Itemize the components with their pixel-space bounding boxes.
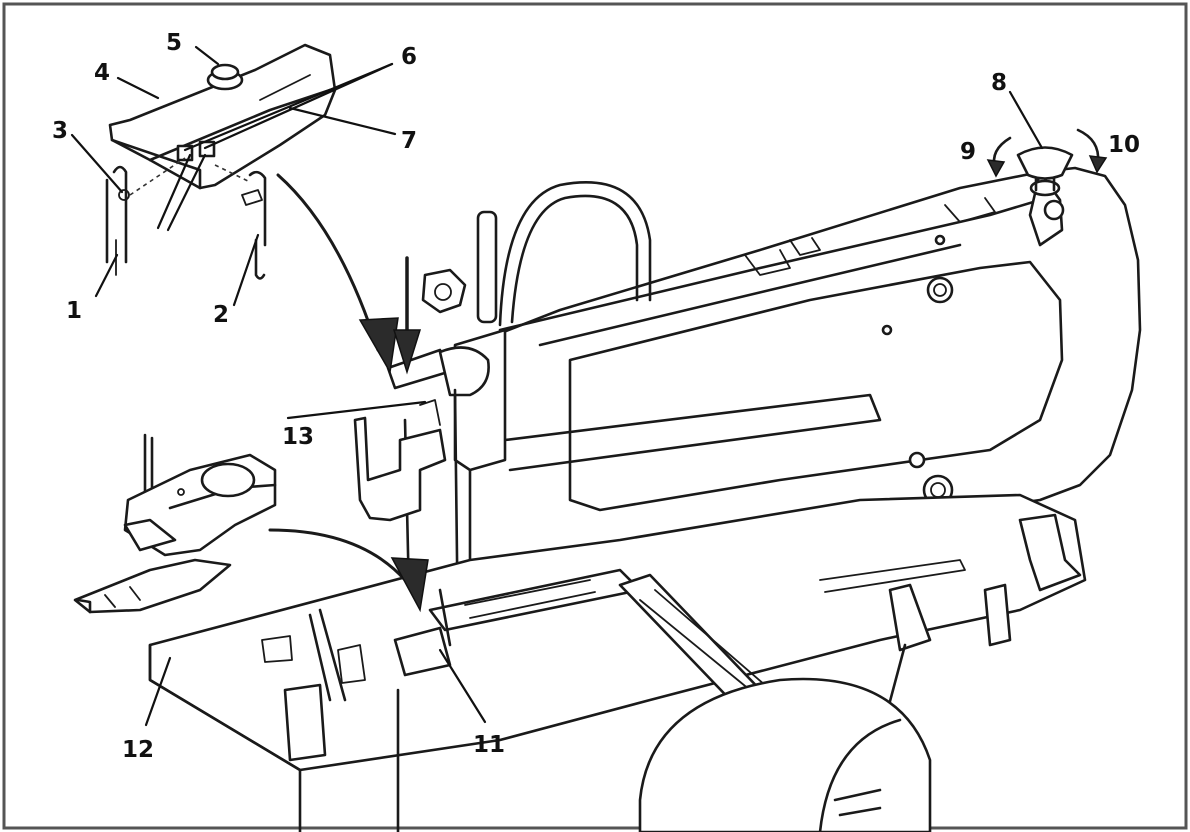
clockwise-arrowhead — [1088, 155, 1108, 174]
callout-4: 4 — [94, 60, 110, 86]
leader-lines — [70, 45, 1044, 727]
upper-clamp-exploded-view — [105, 43, 337, 280]
air-hose — [498, 181, 652, 327]
install-arrow-lower-head — [390, 557, 429, 613]
counterclockwise-arrowhead — [986, 159, 1006, 178]
install-arrow-lower — [268, 528, 407, 582]
install-arrow-upper-head — [358, 317, 399, 375]
tension-knob — [1016, 146, 1074, 197]
callout-9: 9 — [960, 139, 976, 165]
callout-12: 12 — [122, 737, 154, 763]
callout-8: 8 — [991, 70, 1007, 96]
upper-blade-clamp-area — [386, 268, 507, 472]
callout-3: 3 — [52, 118, 68, 144]
lower-blade-holder — [438, 588, 452, 647]
callout-5: 5 — [166, 30, 182, 56]
dust-blower-post — [476, 210, 498, 324]
callout-6: 6 — [401, 44, 417, 70]
callout-7: 7 — [401, 128, 417, 154]
air-hose-inner — [510, 194, 639, 324]
callout-1: 1 — [66, 298, 82, 324]
lower-clamp-exploded-view — [73, 433, 277, 614]
callout-13: 13 — [282, 424, 314, 450]
callout-10: 10 — [1108, 132, 1140, 158]
callout-11: 11 — [473, 732, 505, 758]
saw-table — [148, 493, 1087, 832]
callout-2: 2 — [213, 302, 229, 328]
push-down-arrowhead — [392, 329, 422, 375]
